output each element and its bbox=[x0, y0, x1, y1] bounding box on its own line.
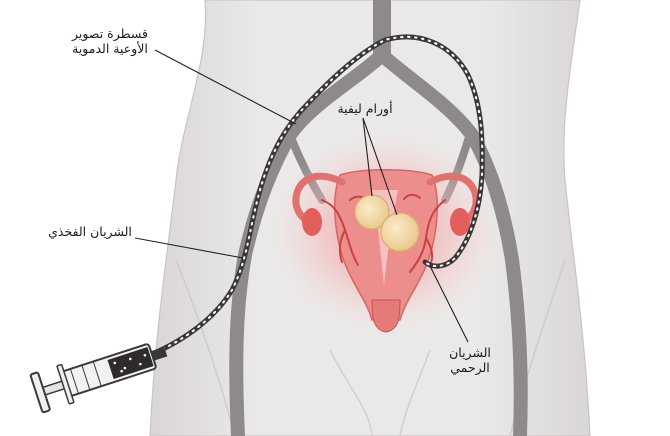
catheter-label-line1: قسطرة تصوير bbox=[55, 26, 165, 41]
catheter-label: قسطرة تصوير الأوعية الدموية bbox=[55, 26, 165, 56]
uterine-artery-label-line1: الشريان bbox=[440, 345, 500, 360]
right-ovary bbox=[450, 208, 470, 236]
uterine-artery-label-line2: الرحمي bbox=[440, 360, 500, 375]
catheter-label-line2: الأوعية الدموية bbox=[55, 41, 165, 56]
uterine-artery-label: الشريان الرحمي bbox=[440, 345, 500, 375]
fibroids-label: أورام ليفية bbox=[325, 101, 405, 116]
femoral-artery-label: الشريان الفخذي bbox=[35, 224, 145, 239]
uterus-region bbox=[270, 132, 500, 332]
fibroid-lower bbox=[381, 213, 419, 251]
left-ovary bbox=[302, 208, 322, 236]
syringe-icon bbox=[30, 333, 172, 413]
